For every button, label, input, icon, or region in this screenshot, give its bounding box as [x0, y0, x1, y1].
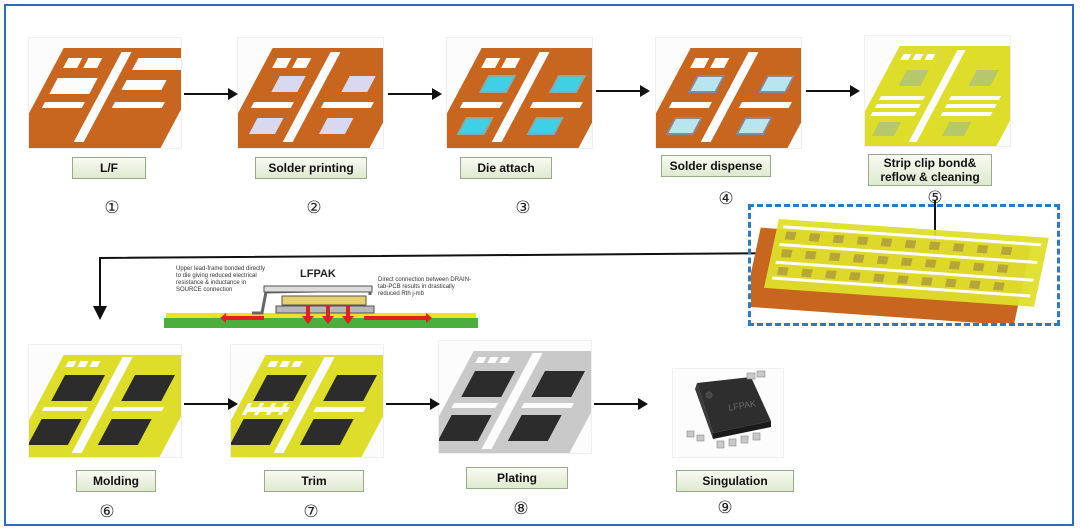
solder-layer — [166, 313, 476, 318]
heat-arrow-down-1 — [302, 306, 314, 324]
arrow-7-to-8 — [386, 398, 440, 410]
solder-printing-image — [237, 37, 384, 149]
step-8-label: Plating — [466, 467, 568, 489]
die — [281, 295, 367, 306]
step-4-number: ④ — [718, 189, 734, 209]
step-6-label: Molding — [76, 470, 156, 492]
leadframe-image — [28, 37, 182, 149]
arrow-1-to-2 — [184, 88, 238, 100]
step-1-number: ① — [104, 198, 120, 218]
step-4-label: Solder dispense — [661, 155, 771, 177]
step-5-label: Strip clip bond& reflow & cleaning — [868, 154, 992, 186]
arrow-6-to-7 — [184, 398, 238, 410]
arrow-4-to-5 — [806, 85, 860, 97]
drain-tab — [275, 305, 375, 314]
step-7-number: ⑦ — [303, 502, 319, 522]
step-3-number: ③ — [515, 198, 531, 218]
package-marking: LFPAK — [728, 398, 757, 413]
plating-image — [438, 340, 592, 454]
pcb-layer — [164, 318, 478, 328]
singulation-image: LFPAK — [672, 368, 784, 458]
clip-strip-image — [743, 218, 1049, 326]
arrow-8-to-9 — [594, 398, 648, 410]
connector-5-to-6 — [93, 200, 936, 320]
step-1-label: L/F — [72, 157, 146, 179]
lfpak-note-right: Direct connection between DRAIN-tab-PCB … — [378, 277, 472, 297]
trim-image — [230, 344, 384, 458]
arrow-2-to-3 — [388, 88, 442, 100]
molding-image — [28, 344, 182, 458]
lfpak-note-left: Upper lead-frame bonded directly to die … — [176, 266, 266, 293]
step-2-number: ② — [306, 198, 322, 218]
heat-arrow-down-2 — [322, 306, 334, 324]
step-6-number: ⑥ — [99, 502, 115, 522]
heat-arrow-left — [220, 313, 264, 323]
solder-dispense-image — [655, 37, 802, 149]
step-9-number: ⑨ — [717, 498, 733, 518]
step-7-label: Trim — [264, 470, 364, 492]
heat-arrow-down-3 — [342, 306, 354, 324]
step-5-number: ⑤ — [927, 188, 943, 208]
step-3-label: Die attach — [460, 157, 552, 179]
lfpak-title: LFPAK — [300, 268, 336, 280]
clip-bond-image — [864, 35, 1011, 147]
heat-arrow-right — [364, 313, 432, 323]
lfpak-package: LFPAK — [686, 370, 771, 449]
lfpak-cross-section — [164, 285, 478, 328]
die-attach-image — [446, 37, 593, 149]
clip-strip-highlight — [743, 204, 1060, 326]
arrow-3-to-4 — [596, 85, 650, 97]
step-9-label: Singulation — [676, 470, 794, 492]
step-8-number: ⑧ — [513, 499, 529, 519]
step-2-label: Solder printing — [255, 157, 367, 179]
